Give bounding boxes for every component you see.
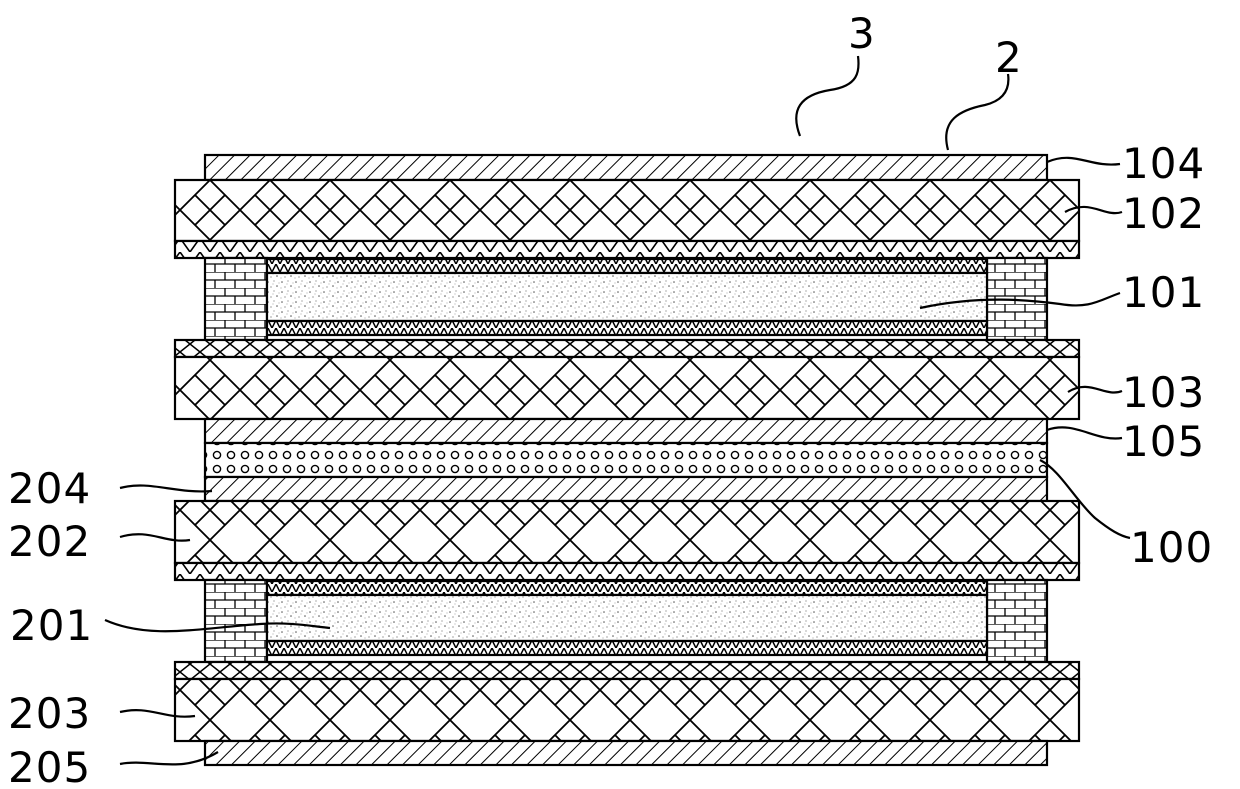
electrode-top-lower [267,581,987,595]
seal-right-lower [987,580,1047,662]
seal-left-upper [205,258,267,340]
label-105: 105 [1122,417,1205,466]
label-102: 102 [1122,189,1205,238]
seal-left-lower [205,580,267,662]
layer-105-hatched [205,419,1047,443]
layer-203-x [175,662,1079,679]
layer-104-hatched [205,155,1047,180]
layer-202-zigzag [175,563,1079,580]
layer-103-x [175,340,1079,357]
label-203: 203 [8,689,91,738]
label-204: 204 [8,464,91,513]
layer-101-sand [267,273,987,321]
layer-102-weave [175,180,1079,241]
layer-205-hatched [205,741,1047,765]
electrode-top-upper [267,259,987,273]
layer-201-sand [267,595,987,641]
leader-3 [796,56,858,136]
label-205: 205 [8,743,91,789]
label-101: 101 [1122,268,1205,317]
electrode-bottom-upper [267,321,987,335]
label-201: 201 [10,601,93,650]
label-100: 100 [1130,523,1213,572]
electrode-bottom-lower [267,641,987,655]
leader-205 [120,752,218,764]
leader-104 [1047,158,1120,165]
label-103: 103 [1122,368,1205,417]
layer-102-zigzag [175,241,1079,258]
layer-203-weave [175,679,1079,741]
layer-202-weave [175,501,1079,563]
layer-204-hatched [205,477,1047,501]
label-3: 3 [848,9,876,58]
layer-103-weave [175,357,1079,419]
label-202: 202 [8,517,91,566]
leader-2 [946,74,1008,150]
label-2: 2 [995,33,1023,82]
leader-105 [1047,427,1122,438]
leader-204 [120,485,212,491]
layer-100-circles [205,443,1047,477]
label-104: 104 [1122,139,1205,188]
